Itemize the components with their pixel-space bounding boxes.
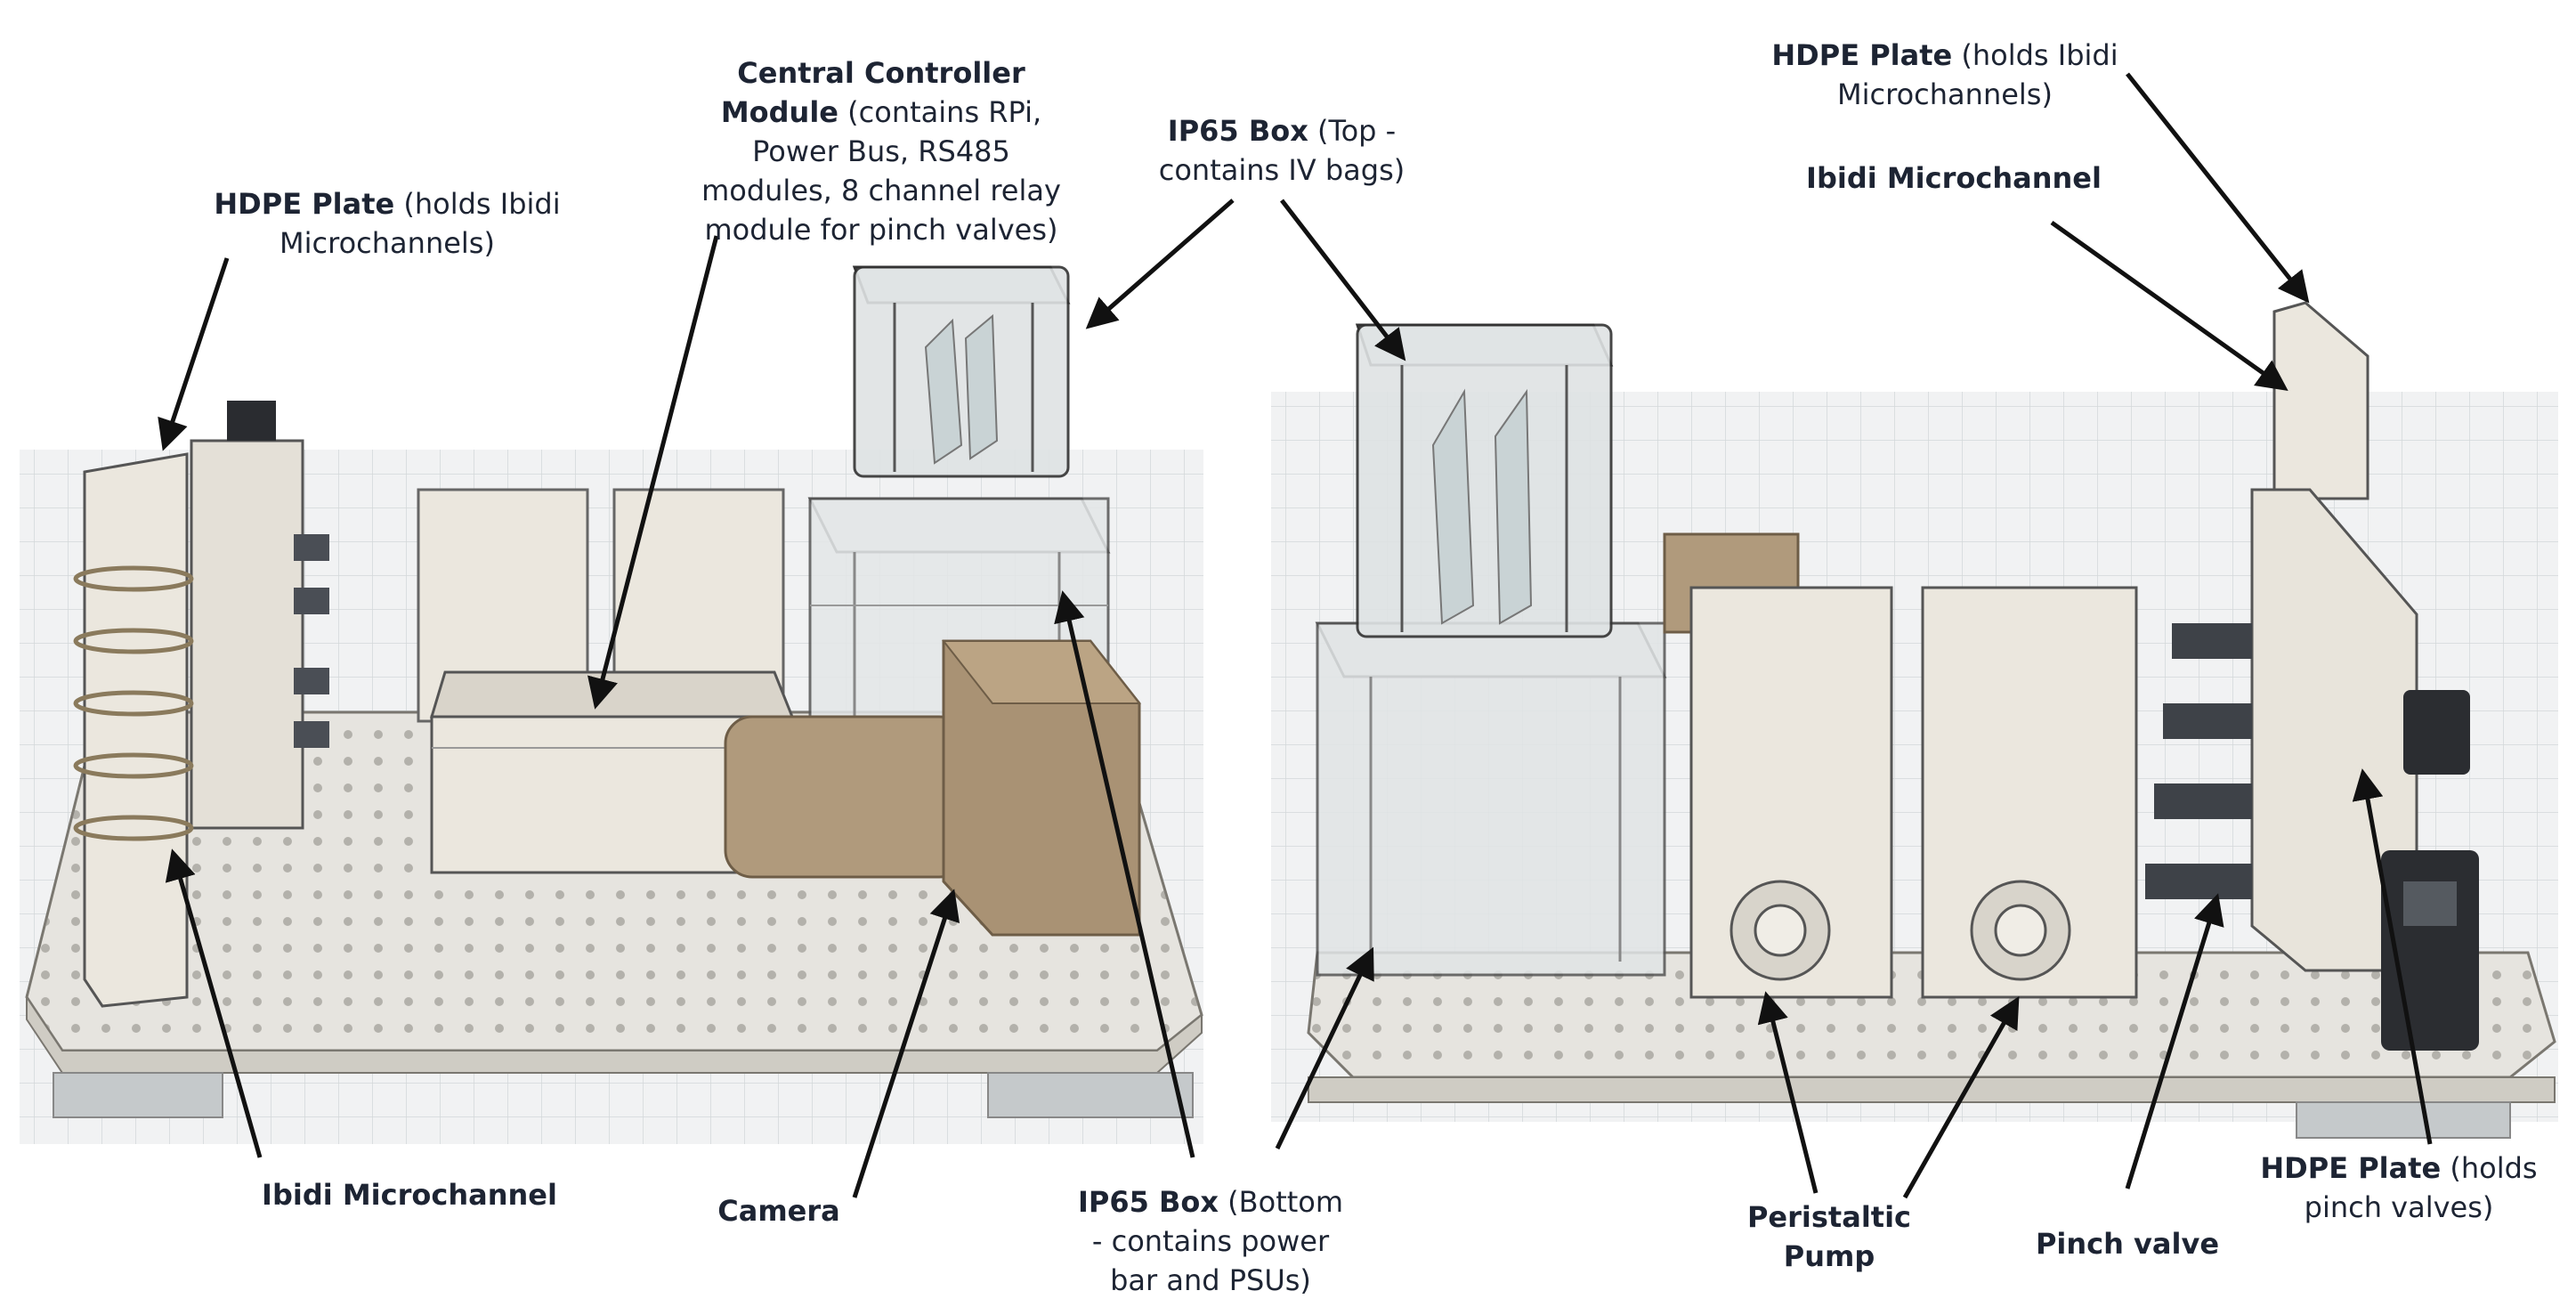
label-hdpe-plate-right-top: HDPE Plate (holds Ibidi Microchannels) [1771,38,2118,111]
arrow-hdpe-left [158,257,230,451]
arrow-ip65-top-right [1280,199,1406,361]
arrow-camera [852,889,960,1198]
arrow-ip65-bottom-left [1054,590,1195,1158]
arrow-pinch-valve [2125,893,2224,1189]
label-hdpe-plate-left: HDPE Plate (holds Ibidi Microchannels) [214,187,561,260]
label-hdpe-plate-right-bottom: HDPE Plate (holds pinch valves) [2260,1151,2538,1224]
label-peristaltic-pump: Peristaltic Pump [1746,1200,1912,1273]
arrow-ibidi-right [2050,220,2288,392]
arrow-hdpe-right-top [2126,72,2310,304]
arrow-ibidi-left [165,848,263,1158]
left-hdpe-plate [73,401,329,1008]
right-ip65-bottom-box [1315,621,1667,977]
right-ip65-top-box [1355,323,1614,638]
left-render [20,265,1203,1144]
arrow-central-controller [587,235,719,710]
label-camera: Camera [717,1194,840,1228]
label-ibidi-microchannel-left: Ibidi Microchannel [262,1178,557,1212]
label-ibidi-microchannel-right: Ibidi Microchannel [1806,161,2102,195]
arrow-ip65-bottom-right [1275,946,1374,1150]
arrow-hdpe-right-bottom [2352,768,2433,1145]
label-ip65-box-top: IP65 Box (Top - contains IV bags) [1158,114,1405,187]
right-peristaltic-pump-1 [1689,586,1893,999]
callout-arrows [158,72,2433,1199]
right-peristaltic-pump-2 [1921,586,2138,999]
arrow-peristaltic-1 [1757,991,1819,1194]
right-hdpe-plate-top [2272,301,2369,500]
right-render [1271,301,2558,1139]
label-pinch-valve: Pinch valve [2035,1227,2220,1261]
label-central-controller: Central Controller Module (contains RPi,… [701,56,1061,247]
label-ip65-box-bottom: IP65 Box (Bottom - contains power bar an… [1077,1185,1344,1297]
arrow-ip65-top-left [1085,199,1235,329]
arrow-peristaltic-2 [1902,995,2020,1199]
left-ip65-top-box [852,265,1071,478]
